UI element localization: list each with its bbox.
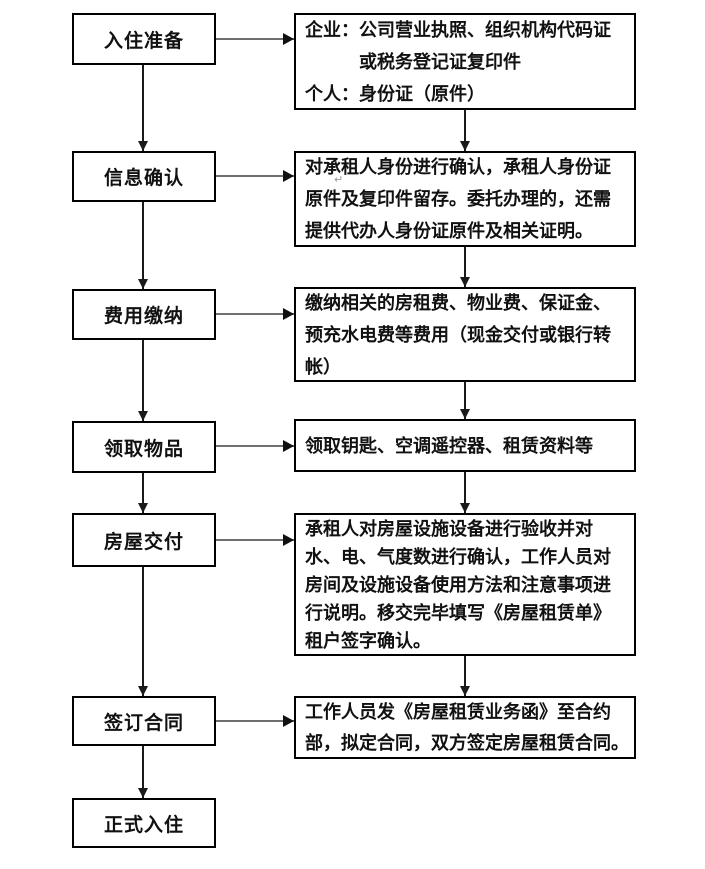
right-arrow-icon bbox=[216, 715, 294, 727]
down-arrow-icon bbox=[460, 382, 470, 419]
down-arrow-icon bbox=[138, 473, 148, 513]
step-label: 房屋交付 bbox=[103, 531, 184, 553]
down-arrow-icon bbox=[138, 567, 148, 696]
down-arrow-icon bbox=[138, 746, 148, 798]
down-arrow-icon bbox=[460, 472, 470, 513]
right-arrow-icon bbox=[216, 170, 294, 182]
right-arrow-icon bbox=[216, 534, 294, 546]
detail-box-move-in-prep: 企业：公司营业执照、组织机构代码证 或税务登记证复印件 个人：身份证（原件） bbox=[294, 13, 636, 110]
step-box-house-handover: 房屋交付 bbox=[72, 513, 216, 567]
down-arrow-icon bbox=[460, 110, 470, 151]
down-arrow-icon bbox=[460, 247, 470, 287]
down-arrow-icon bbox=[138, 340, 148, 421]
detail-box-house-handover: 承租人对房屋设施设备进行验收并对 水、电、气度数进行确认，工作人员对 房间及设施… bbox=[294, 513, 636, 656]
line-break-mark: ↵ bbox=[334, 174, 344, 186]
right-arrow-icon bbox=[216, 440, 294, 452]
step-label: 领取物品 bbox=[103, 438, 184, 460]
step-box-info-confirm: 信息确认 bbox=[72, 151, 216, 202]
step-label: 正式入住 bbox=[103, 814, 184, 836]
detail-box-fee-payment: 缴纳相关的房租费、物业费、保证金、 预充水电费等费用（现金交付或银行转 帐） bbox=[294, 287, 636, 382]
step-box-fee-payment: 费用缴纳 bbox=[72, 289, 216, 340]
right-arrow-icon bbox=[216, 33, 294, 45]
step-box-sign-contract: 签订合同 bbox=[72, 696, 216, 746]
detail-box-sign-contract: 工作人员发《房屋租赁业务函》至合约 部，拟定合同，双方签定房屋租赁合同。 bbox=[294, 696, 636, 759]
down-arrow-icon bbox=[460, 656, 470, 696]
step-box-collect-items: 领取物品 bbox=[72, 421, 216, 473]
step-label: 费用缴纳 bbox=[103, 306, 184, 327]
step-label: 入住准备 bbox=[103, 30, 184, 52]
down-arrow-icon bbox=[138, 65, 148, 151]
step-box-move-in-prep: 入住准备 bbox=[72, 13, 216, 65]
down-arrow-icon bbox=[138, 202, 148, 289]
step-label: 信息确认 bbox=[103, 168, 184, 189]
detail-box-info-confirm: 对承租人身份进行确认，承租人身份证 原件及复印件留存。委托办理的，还需 提供代办… bbox=[294, 151, 636, 247]
detail-box-collect-items: 领取钥匙、空调遥控器、租赁资料等 bbox=[294, 419, 636, 472]
step-label: 签订合同 bbox=[103, 712, 184, 734]
step-box-official-move-in: 正式入住 bbox=[72, 798, 216, 848]
right-arrow-icon bbox=[216, 308, 294, 320]
